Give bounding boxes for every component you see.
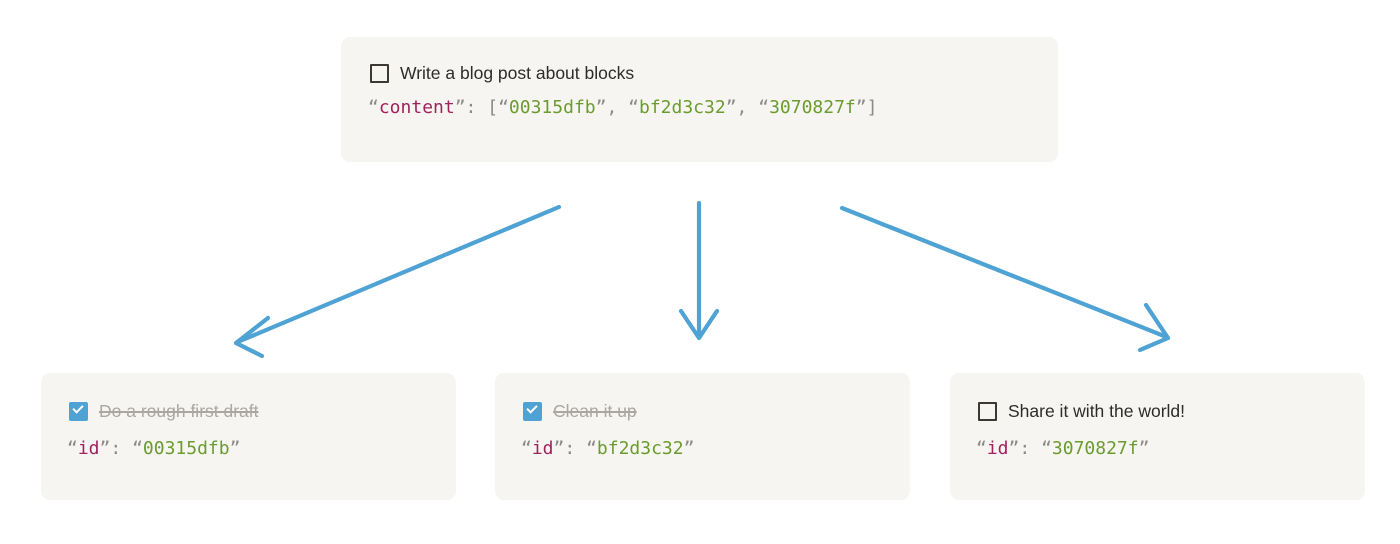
- child-todo-line-3: Share it with the world!: [978, 399, 1365, 423]
- json-value-2: 3070827f: [769, 97, 856, 118]
- checkmark-icon: [72, 401, 84, 414]
- arrow-to-third-child: [839, 205, 1171, 353]
- json-space: [575, 438, 586, 459]
- json-value-open-quote-1: “: [628, 97, 639, 118]
- json-bracket-open: [: [487, 97, 499, 118]
- json-key-close-quote: ”: [553, 438, 565, 459]
- child-todo-label-1: Do a rough first draft: [99, 401, 259, 421]
- json-value-open-quote-0: “: [498, 97, 509, 118]
- json-key-open-quote: “: [976, 438, 987, 459]
- json-key-close-quote: ”: [99, 438, 111, 459]
- json-value-close-quote-0: ”: [595, 97, 607, 118]
- json-colon: :: [465, 97, 477, 118]
- json-colon: :: [1019, 438, 1031, 459]
- json-key-close-quote: ”: [454, 97, 466, 118]
- json-value: 3070827f: [1051, 438, 1139, 459]
- child-block-card-1[interactable]: Do a rough first draft “id”: “00315dfb”: [41, 373, 456, 500]
- child-todo-line-1: Do a rough first draft: [69, 399, 456, 423]
- root-todo-label: Write a blog post about blocks: [400, 63, 635, 83]
- child-todo-line-2: Clean it up: [523, 399, 910, 423]
- json-value-close-quote: ”: [1138, 438, 1150, 459]
- checkbox-checked-icon[interactable]: [523, 401, 542, 421]
- json-key: id: [986, 438, 1009, 459]
- json-key: id: [531, 438, 554, 459]
- json-colon: :: [564, 438, 576, 459]
- child-block-card-3[interactable]: Share it with the world! “id”: “3070827f…: [950, 373, 1365, 500]
- child-block-card-2[interactable]: Clean it up “id”: “bf2d3c32”: [495, 373, 910, 500]
- json-key: content: [378, 97, 455, 118]
- json-value-0: 00315dfb: [508, 97, 596, 118]
- json-value-open-quote: “: [1041, 438, 1052, 459]
- child-todo-label-2: Clean it up: [553, 401, 637, 421]
- json-key-open-quote: “: [521, 438, 532, 459]
- root-block-card[interactable]: Write a blog post about blocks “content”…: [341, 37, 1058, 162]
- child-json-line-2: “id”: “bf2d3c32”: [521, 436, 910, 462]
- child-todo-label-3: Share it with the world!: [1008, 401, 1186, 421]
- json-value-open-quote-2: “: [758, 97, 770, 118]
- child-json-line-1: “id”: “00315dfb”: [67, 436, 456, 462]
- json-bracket-close: ]: [866, 97, 878, 118]
- checkbox-checked-icon[interactable]: [69, 401, 88, 421]
- arrow-to-first-child: [233, 204, 562, 359]
- json-separator-1: ,: [736, 97, 759, 118]
- json-value-close-quote: ”: [683, 438, 695, 459]
- json-key-open-quote: “: [67, 438, 78, 459]
- json-colon: :: [110, 438, 122, 459]
- json-value: 00315dfb: [142, 438, 230, 459]
- json-key-close-quote: ”: [1008, 438, 1020, 459]
- checkbox-unchecked-icon[interactable]: [370, 63, 389, 83]
- child-json-line-3: “id”: “3070827f”: [976, 436, 1365, 462]
- checkmark-icon: [526, 401, 538, 414]
- json-key: id: [77, 438, 100, 459]
- json-value-open-quote: “: [586, 438, 597, 459]
- root-json-line: “content”: [“00315dfb”, “bf2d3c32”, “307…: [368, 95, 1058, 121]
- json-key-open-quote: “: [368, 97, 379, 118]
- json-value-1: bf2d3c32: [639, 97, 726, 118]
- json-space: [1030, 438, 1041, 459]
- root-todo-line: Write a blog post about blocks: [370, 61, 1058, 85]
- arrow-to-second-child: [678, 200, 720, 341]
- json-value-close-quote-1: ”: [725, 97, 737, 118]
- json-space-1: [476, 97, 487, 118]
- json-value-close-quote: ”: [229, 438, 241, 459]
- json-value: bf2d3c32: [596, 438, 684, 459]
- checkbox-unchecked-icon[interactable]: [978, 401, 997, 421]
- json-separator-0: ,: [606, 97, 629, 118]
- json-space: [121, 438, 132, 459]
- json-value-open-quote: “: [132, 438, 143, 459]
- json-value-close-quote-2: ”: [855, 97, 867, 118]
